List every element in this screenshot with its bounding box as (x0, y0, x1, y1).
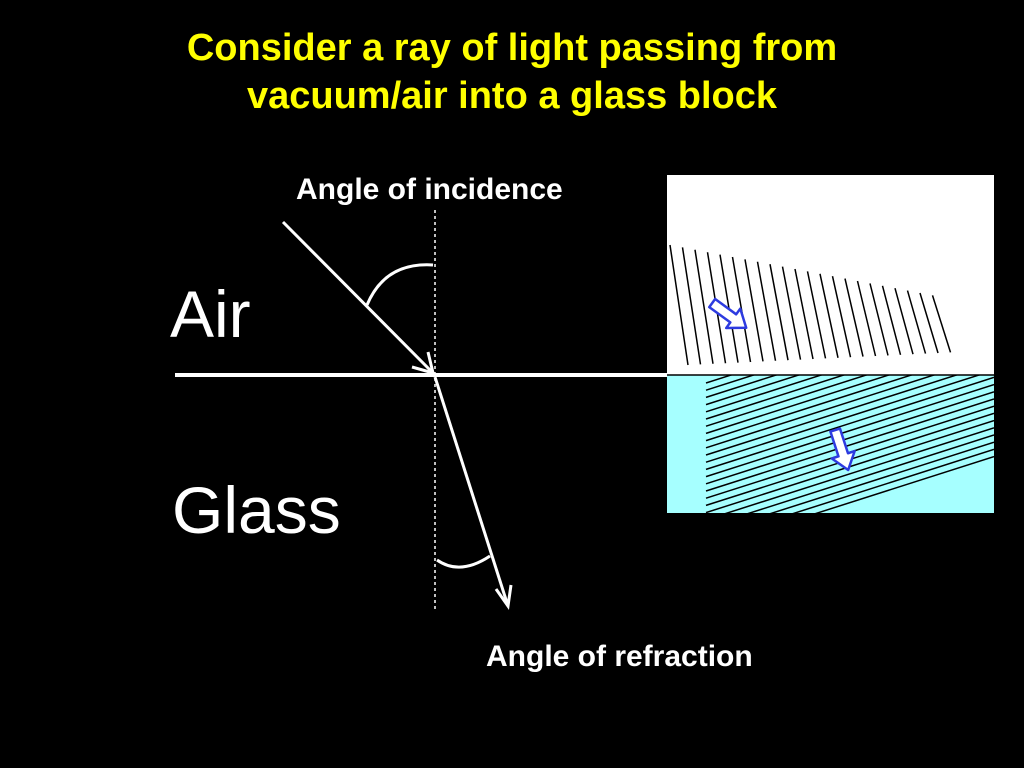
glass-wavefront-line (724, 427, 994, 513)
air-wavefront-line (869, 283, 889, 356)
air-wavefront-line (856, 280, 877, 357)
glass-wavefront-line (705, 375, 824, 413)
incident-ray (281, 220, 435, 375)
glass-wavefront-line (705, 398, 994, 492)
air-direction-arrow-icon (708, 297, 748, 330)
refraction-angle-arc (436, 554, 491, 569)
air-wavefront-line (694, 249, 714, 364)
angle-of-incidence-label: Angle of incidence (296, 173, 563, 206)
air-wavefront-line (844, 278, 864, 357)
glass-wavefront-line (705, 376, 994, 471)
incidence-angle-arc (365, 263, 434, 306)
glass-wavefront-line (769, 441, 994, 513)
incident-arrowhead (411, 351, 436, 376)
glass-wavefront-line (705, 375, 779, 399)
wavefront-inset (667, 175, 994, 513)
inset-air-region (667, 175, 994, 375)
air-wavefront-line (881, 285, 902, 355)
glass-wavefront-line (705, 375, 802, 406)
air-wavefront-line (781, 266, 802, 360)
air-wavefront-line (894, 288, 914, 355)
air-wavefront-line (919, 292, 939, 354)
refracted-arrowhead (494, 584, 513, 610)
glass-wavefront-line (705, 375, 847, 420)
glass-wavefront-line (705, 391, 994, 485)
air-wavefront-line (831, 276, 852, 358)
air-wavefront-line (819, 273, 839, 358)
angle-of-refraction-label: Angle of refraction (486, 640, 753, 673)
air-wavefront-line (756, 261, 777, 361)
glass-wavefronts (705, 375, 994, 513)
air-wavefront-line (769, 264, 789, 361)
glass-wavefront-line (792, 448, 994, 513)
glass-wavefront-line (705, 383, 994, 478)
glass-wavefront-line (705, 375, 982, 463)
air-medium-label: Air (170, 277, 251, 351)
glass-wavefront-line (705, 375, 892, 435)
air-wavefront-line (794, 268, 814, 360)
air-wavefront-line (806, 271, 827, 359)
air-wavefront-line (669, 244, 689, 366)
refracted-ray (433, 376, 510, 607)
air-wavefront-line (931, 295, 952, 353)
glass-wavefront-line (705, 375, 869, 427)
glass-direction-arrow-icon (829, 427, 856, 472)
air-wavefront-line (906, 290, 927, 354)
title-line-2: vacuum/air into a glass block (246, 75, 778, 117)
glass-wavefront-line (705, 375, 937, 449)
slide-title: Consider a ray of light passing from vac… (0, 24, 1024, 120)
glass-wavefront-line (705, 375, 959, 456)
glass-wavefront-line (747, 434, 994, 513)
glass-wavefront-line (814, 455, 994, 513)
glass-wavefront-line (705, 375, 914, 442)
glass-medium-label: Glass (172, 473, 341, 547)
air-wavefront-line (744, 259, 764, 362)
air-wavefront-line (681, 247, 702, 365)
title-line-1: Consider a ray of light passing from (186, 27, 838, 69)
